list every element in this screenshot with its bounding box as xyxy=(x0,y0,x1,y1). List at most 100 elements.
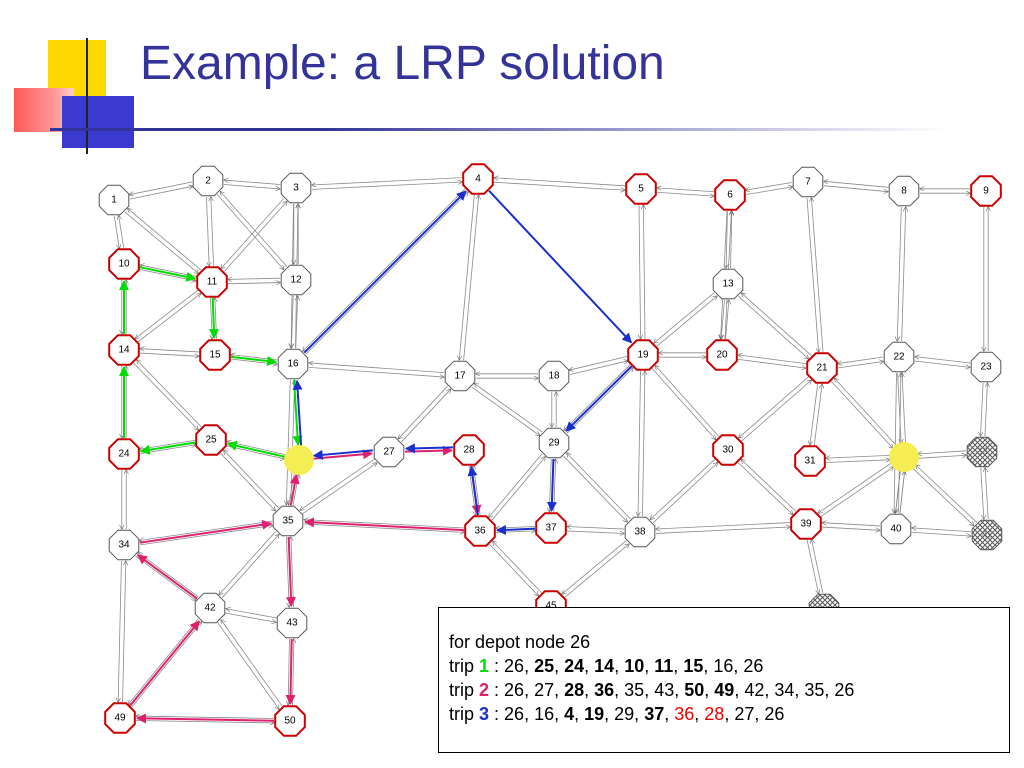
trip-text: , 42, 34, 35, 26 xyxy=(734,680,855,700)
node-label: 18 xyxy=(548,371,560,382)
trip-sep: : xyxy=(489,656,505,676)
trip-prefix: trip xyxy=(449,704,480,724)
road-edge xyxy=(135,289,199,338)
road-edge xyxy=(137,360,202,428)
node-shape xyxy=(192,165,224,197)
node-shape xyxy=(883,341,915,373)
node-shape xyxy=(462,163,494,195)
road-edge xyxy=(140,265,197,278)
trip-2-edge xyxy=(285,638,296,706)
road-edge xyxy=(656,527,790,534)
road-edge xyxy=(834,378,897,446)
road-edge xyxy=(822,523,881,527)
road-edge xyxy=(130,186,193,200)
node-25: 25 xyxy=(195,424,227,456)
road-edge xyxy=(139,268,196,281)
node-33: 33 xyxy=(966,436,998,468)
trip-node: 10 xyxy=(624,656,645,676)
road-edge xyxy=(128,618,199,704)
road-edge xyxy=(228,278,280,279)
road-edge xyxy=(918,450,966,454)
road-edge xyxy=(569,361,628,375)
road-edge xyxy=(493,541,542,594)
trip-3-edge xyxy=(312,449,373,460)
trip-prefix: trip xyxy=(449,656,480,676)
trip-3-edge xyxy=(488,189,633,344)
road-edge xyxy=(135,555,196,600)
trip-2-edge xyxy=(129,620,201,707)
road-edge xyxy=(741,459,797,512)
node-shape xyxy=(272,505,304,537)
trip-node-red: 36 xyxy=(674,704,695,724)
road-edge xyxy=(566,368,633,434)
road-edge xyxy=(401,389,451,443)
road-edge xyxy=(569,356,628,371)
road-edge xyxy=(826,454,890,458)
road-edge xyxy=(656,191,714,196)
road-edge xyxy=(312,182,462,190)
title-underline xyxy=(50,128,950,131)
node-label: 35 xyxy=(282,516,294,527)
road-edge xyxy=(896,470,901,513)
node-label: 38 xyxy=(634,527,646,538)
road-edge xyxy=(131,622,202,708)
road-edge xyxy=(918,455,966,459)
road-edge xyxy=(738,355,807,365)
legend-trip-2: trip 2 : 26, 27, 28, 36, 35, 43, 50, 49,… xyxy=(449,678,1009,702)
trip-3-edge xyxy=(292,379,303,446)
trip-sep: : xyxy=(489,704,505,724)
node-30: 30 xyxy=(712,434,744,466)
node-label: 39 xyxy=(800,519,812,530)
road-edge xyxy=(305,192,468,355)
trip-text: , xyxy=(584,680,595,700)
road-edge xyxy=(821,526,880,530)
road-edge xyxy=(818,462,892,513)
road-edge xyxy=(567,527,625,530)
road-edge xyxy=(113,216,119,248)
trip-node: 36 xyxy=(594,680,615,700)
road-edge xyxy=(897,206,902,341)
node-35: 35 xyxy=(272,505,304,537)
road-edge xyxy=(136,716,275,719)
node-shape xyxy=(108,529,140,561)
node-label: 5 xyxy=(638,184,644,195)
deco-vertical-line xyxy=(86,38,88,154)
trip-1-edge xyxy=(230,355,278,366)
trip-3-edge xyxy=(404,443,453,454)
road-edge xyxy=(824,181,889,188)
node-label: 29 xyxy=(548,438,560,449)
node-13: 13 xyxy=(712,268,744,300)
trip-text: , xyxy=(554,656,565,676)
road-edge xyxy=(639,205,641,339)
road-edge xyxy=(564,364,631,431)
road-edge xyxy=(897,373,902,443)
road-edge xyxy=(221,620,283,707)
road-edge xyxy=(293,639,294,706)
trip-3-edge xyxy=(495,524,536,535)
road-edge xyxy=(286,379,291,505)
road-edge xyxy=(567,453,631,520)
node-36: 36 xyxy=(464,515,496,547)
node-4: 4 xyxy=(462,163,494,195)
road-edge xyxy=(813,384,822,446)
trip-1-edge xyxy=(139,266,197,282)
legend-header: for depot node 26 xyxy=(449,632,591,652)
node-label: 19 xyxy=(637,350,649,361)
node-17: 17 xyxy=(444,360,476,392)
node-7: 7 xyxy=(792,166,824,198)
trip-2-edge xyxy=(404,445,454,456)
node-shape xyxy=(888,175,920,207)
road-edge xyxy=(650,459,716,519)
trip-text: , xyxy=(704,680,715,700)
road-edge xyxy=(220,191,288,267)
road-edge xyxy=(291,295,293,348)
road-edge xyxy=(210,298,212,339)
road-edge xyxy=(138,553,199,598)
node-label: 6 xyxy=(727,190,733,201)
road-edge xyxy=(288,638,289,705)
road-edge xyxy=(725,300,729,340)
node-6: 6 xyxy=(714,179,746,211)
node-shape xyxy=(714,179,746,211)
trip-text: 26, xyxy=(504,656,535,676)
trip-node: 25 xyxy=(534,656,555,676)
